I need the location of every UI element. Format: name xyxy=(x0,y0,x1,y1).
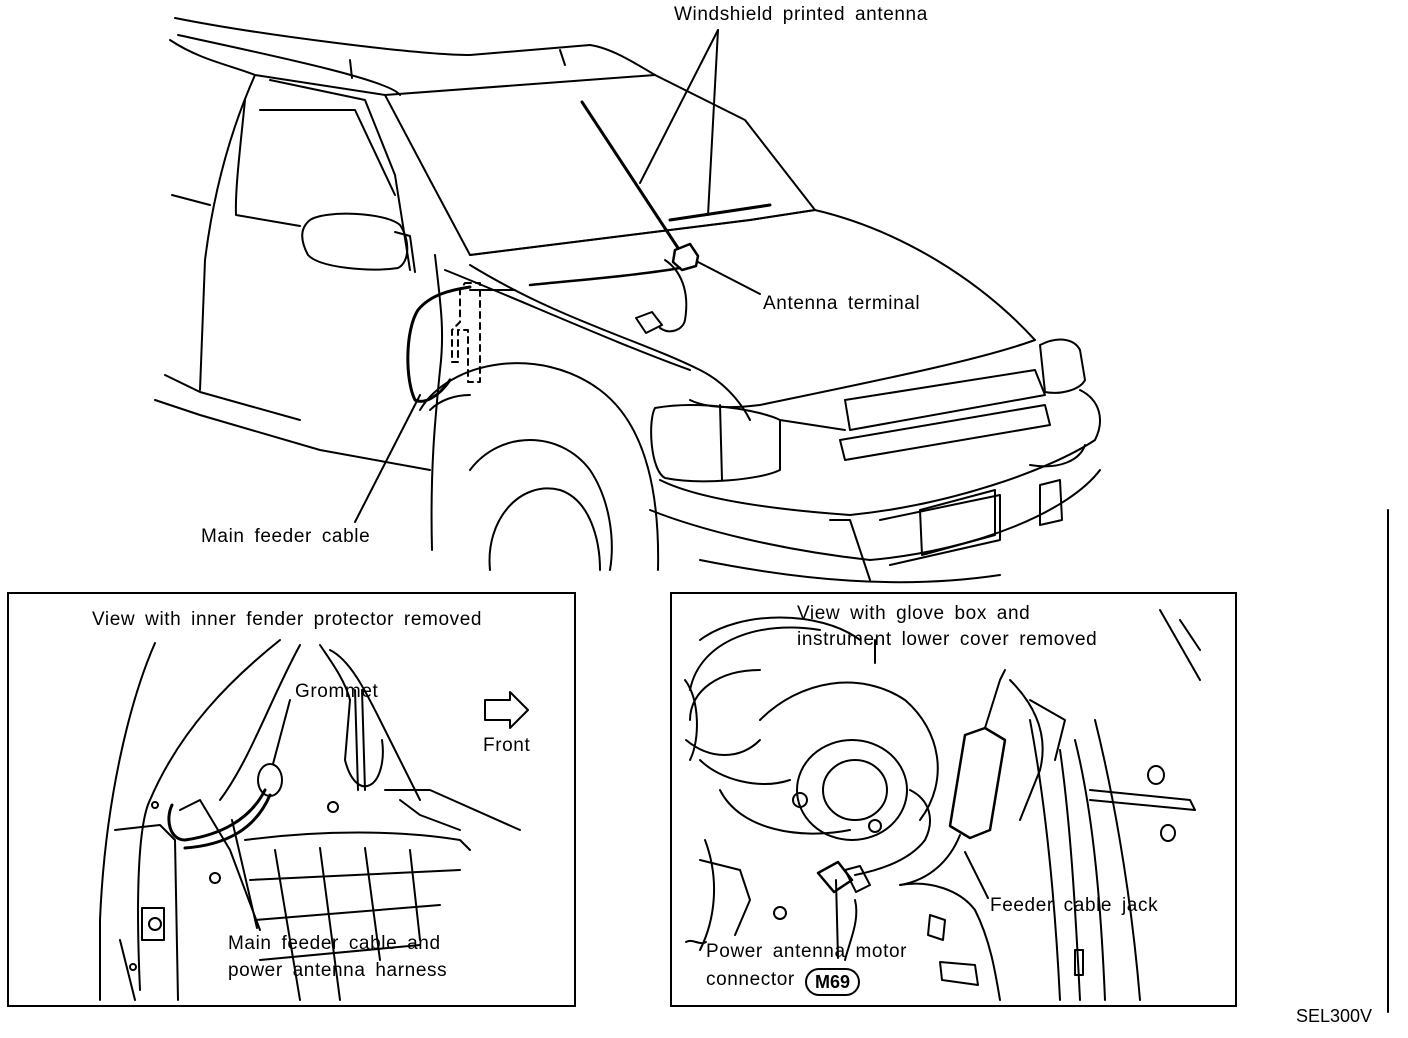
fender-view-title: View with inner fender protector removed xyxy=(92,609,483,630)
front-arrow-icon xyxy=(485,692,528,728)
harness-label-line1: Main feeder cable and xyxy=(228,933,441,954)
antenna-terminal-label: Antenna terminal xyxy=(763,293,921,314)
fender-view-illustration xyxy=(100,640,528,1000)
motor-connector-label-line1: Power antenna motor xyxy=(706,941,908,962)
main-feeder-cable-label: Main feeder cable xyxy=(201,526,371,547)
feeder-cable-jack-label: Feeder cable jack xyxy=(990,895,1159,916)
windshield-antenna-label: Windshield printed antenna xyxy=(674,4,928,25)
connector-code-badge: M69 xyxy=(805,968,861,996)
glove-box-view-panel xyxy=(670,592,1237,1007)
fender-view-panel xyxy=(7,592,576,1007)
front-label: Front xyxy=(483,735,531,756)
figure-code: SEL300V xyxy=(1296,1006,1373,1026)
vehicle-illustration xyxy=(155,18,1100,582)
glove-box-view-illustration xyxy=(685,610,1200,1000)
grommet-label: Grommet xyxy=(295,681,379,702)
glove-box-view-title-line1: View with glove box and xyxy=(797,603,1031,624)
harness-label-line2: power antenna harness xyxy=(228,960,448,981)
motor-connector-label-line2: connector xyxy=(706,969,795,990)
glove-box-view-title-line2: instrument lower cover removed xyxy=(797,629,1098,650)
